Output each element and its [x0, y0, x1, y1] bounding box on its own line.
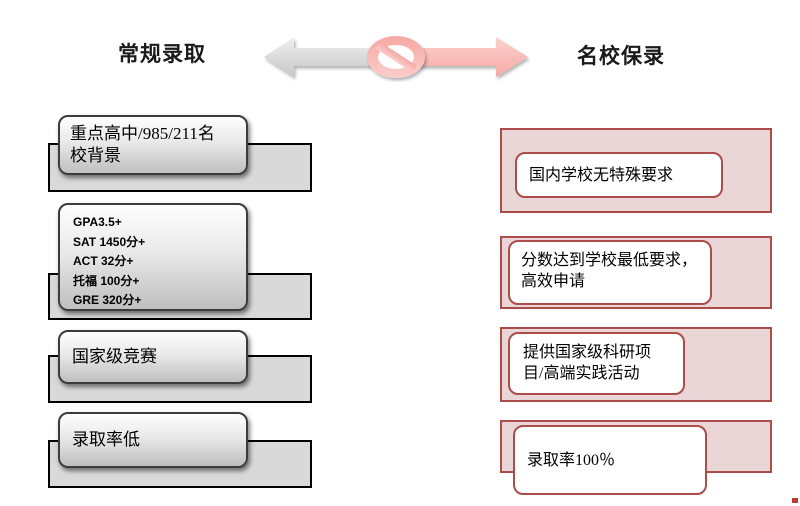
score-line-act: ACT 32分+	[73, 254, 134, 268]
corner-red-mark	[792, 498, 798, 503]
comparison-arrow	[262, 32, 530, 82]
right-card-admission-rate-100-text: 录取率100％	[527, 451, 616, 469]
right-card-minimum-score: 分数达到学校最低要求，高效申请	[508, 240, 712, 305]
score-line-toefl: 托福 100分+	[73, 273, 140, 288]
score-line-gpa: GPA3.5+	[73, 215, 122, 229]
left-card-national-competition: 国家级竞赛	[58, 330, 248, 384]
right-card-no-special-requirement: 国内学校无特殊要求	[515, 152, 723, 198]
score-line-sat: SAT 1450分+	[73, 234, 146, 249]
regular-admission-title: 常规录取	[118, 43, 206, 66]
left-card-low-admission-rate: 录取率低	[58, 412, 248, 468]
left-card-school-background: 重点高中/985/211名校背景	[58, 115, 248, 175]
left-card-national-competition-text: 国家级竞赛	[72, 347, 157, 366]
guaranteed-admission-title: 名校保录	[577, 45, 665, 68]
right-card-no-special-requirement-text: 国内学校无特殊要求	[529, 166, 674, 184]
score-line-gre: GRE 320分+	[73, 293, 142, 307]
right-card-research-projects-text: 提供国家级科研项目/高端实践活动	[523, 344, 652, 382]
right-card-research-projects: 提供国家级科研项目/高端实践活动	[508, 332, 685, 395]
right-card-admission-rate-100: 录取率100％	[513, 425, 707, 495]
comparison-arrow-svg	[264, 36, 528, 78]
prohibition-icon	[367, 36, 425, 78]
left-card-school-background-text: 重点高中/985/211名校背景	[70, 124, 215, 165]
right-arrow-icon	[396, 37, 528, 77]
score-requirements-list: GPA3.5+ SAT 1450分+ ACT 32分+ 托福 100分+ GRE…	[60, 205, 246, 311]
left-arrow-icon	[264, 37, 398, 77]
left-card-low-admission-rate-text: 录取率低	[72, 430, 140, 449]
right-card-minimum-score-text: 分数达到学校最低要求，高效申请	[521, 252, 698, 290]
left-card-score-requirements: GPA3.5+ SAT 1450分+ ACT 32分+ 托福 100分+ GRE…	[58, 203, 248, 311]
